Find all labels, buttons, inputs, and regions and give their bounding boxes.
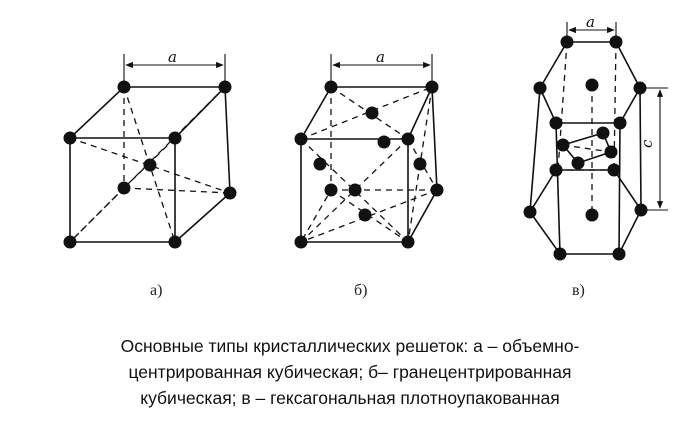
figure-b-label: б) bbox=[354, 282, 367, 299]
caption-line-2: центрированная кубическая; б– гранецентр… bbox=[128, 362, 572, 382]
bcc-cube: a а) bbox=[63, 48, 237, 299]
atom bbox=[401, 132, 415, 146]
figure-c-label: в) bbox=[572, 282, 585, 299]
atom bbox=[553, 247, 567, 261]
dimension-a-label: a bbox=[376, 48, 385, 66]
atom bbox=[324, 183, 338, 197]
atom bbox=[324, 80, 338, 94]
figure-a-label: а) bbox=[150, 282, 162, 299]
fcc-cube: a б) bbox=[294, 48, 444, 299]
atom bbox=[117, 181, 131, 195]
center-atom bbox=[143, 158, 157, 172]
atom bbox=[613, 116, 627, 130]
atom bbox=[533, 81, 547, 95]
atom bbox=[63, 131, 77, 145]
atom bbox=[294, 235, 308, 249]
atom bbox=[634, 203, 648, 217]
atom bbox=[585, 208, 599, 222]
atom bbox=[294, 132, 308, 146]
hcp-prism: a c bbox=[523, 13, 668, 299]
atom bbox=[523, 205, 537, 219]
atom bbox=[604, 145, 618, 159]
atom bbox=[168, 235, 182, 249]
atom bbox=[430, 183, 444, 197]
atom bbox=[425, 80, 439, 94]
atom bbox=[63, 235, 77, 249]
atom bbox=[596, 126, 610, 140]
atom bbox=[549, 163, 563, 177]
atom bbox=[571, 156, 585, 170]
dimension-a-label: a bbox=[168, 48, 177, 66]
caption-line-3: кубическая; в – гексагональная плотноупа… bbox=[140, 388, 560, 408]
atom bbox=[612, 247, 626, 261]
atom bbox=[585, 78, 599, 92]
atom bbox=[218, 80, 232, 94]
atom bbox=[556, 138, 570, 152]
atom bbox=[633, 81, 647, 95]
dimension-c-label: c bbox=[638, 139, 656, 148]
figure-caption: Основные типы кристаллических решеток: а… bbox=[0, 333, 700, 411]
face-atom bbox=[358, 208, 372, 222]
atom bbox=[117, 80, 131, 94]
face-atom bbox=[377, 135, 391, 149]
atom bbox=[549, 116, 563, 130]
dimension-a-label: a bbox=[586, 13, 595, 31]
atom bbox=[223, 186, 237, 200]
atom bbox=[401, 235, 415, 249]
atom bbox=[607, 163, 621, 177]
atom bbox=[560, 35, 574, 49]
atom bbox=[168, 131, 182, 145]
face-atom bbox=[413, 157, 427, 171]
face-atom bbox=[313, 157, 327, 171]
face-atom bbox=[348, 183, 362, 197]
face-atom bbox=[365, 106, 379, 120]
atom bbox=[609, 35, 623, 49]
caption-line-1: Основные типы кристаллических решеток: а… bbox=[120, 336, 580, 356]
